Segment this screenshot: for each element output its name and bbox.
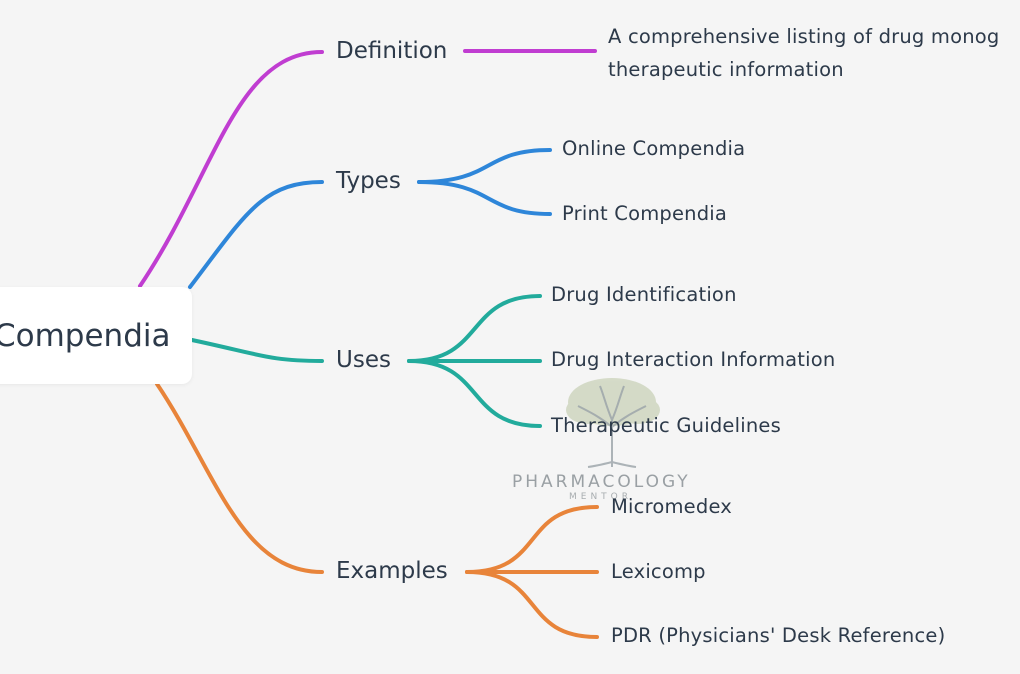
link-root-definition [138,50,324,288]
node-types[interactable]: Types [336,168,401,194]
node-micromedex[interactable]: Micromedex [611,495,733,518]
definition-text-line-2: therapeutic information [608,58,844,81]
definition-text-line-1: A comprehensive listing of drug monog [608,25,1000,48]
node-definition[interactable]: Definition [336,38,448,64]
link-root-examples [155,382,324,574]
node-drug-interaction-information[interactable]: Drug Interaction Information [551,348,836,371]
link-examples-micromedex [465,505,599,574]
node-print-compendia[interactable]: Print Compendia [562,202,728,225]
link-uses-guidelines [407,359,542,428]
watermark-name: PHARMACOLOGY [512,472,691,492]
watermark-subtitle: MENTOR [569,492,633,502]
root-node[interactable] [0,287,192,384]
link-uses-identification [407,294,542,363]
node-examples[interactable]: Examples [336,558,448,584]
link-root-types [188,180,324,289]
root-node-label: Compendia [0,318,171,354]
node-drug-identification[interactable]: Drug Identification [551,283,737,306]
node-online-compendia[interactable]: Online Compendia [562,137,746,160]
node-lexicomp[interactable]: Lexicomp [611,560,706,583]
link-examples-pdr [465,570,599,639]
node-pdr[interactable]: PDR (Physicians' Desk Reference) [611,624,946,647]
link-root-uses [190,338,324,363]
link-types-print [417,180,552,216]
node-therapeutic-guidelines[interactable]: Therapeutic Guidelines [551,414,781,437]
tree-logo-icon [566,378,660,468]
node-uses[interactable]: Uses [336,347,391,373]
link-types-online [417,148,552,184]
node-definition-text[interactable]: A comprehensive listing of drug monog th… [608,20,1000,86]
